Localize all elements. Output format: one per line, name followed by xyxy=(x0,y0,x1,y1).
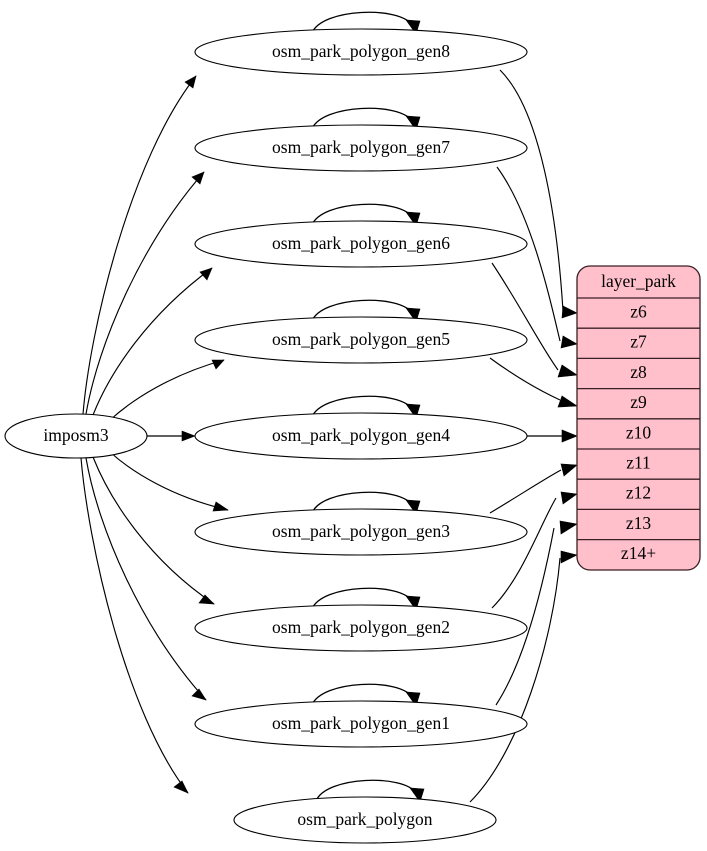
node-label-base: osm_park_polygon xyxy=(297,809,432,829)
edge-imposm3-to-gen6 xyxy=(92,267,213,416)
edge-gen5-to-z9 xyxy=(489,357,578,408)
layer-park-row-z7[interactable]: z7 xyxy=(630,332,647,352)
edge-imposm3-to-gen3 xyxy=(109,451,229,512)
node-osm-park-polygon[interactable]: osm_park_polygon xyxy=(233,796,497,844)
node-osm-park-polygon-gen6[interactable]: osm_park_polygon_gen6 xyxy=(194,220,528,268)
node-label-gen2: osm_park_polygon_gen2 xyxy=(272,617,450,637)
node-label-gen6: osm_park_polygon_gen6 xyxy=(272,233,450,253)
node-group-process: osm_park_polygon_gen8 osm_park_polygon_g… xyxy=(194,28,528,844)
layer-park-row-z10[interactable]: z10 xyxy=(626,422,652,442)
edge-gen4-to-z10 xyxy=(527,429,578,443)
node-imposm3[interactable]: imposm3 xyxy=(4,413,148,459)
edge-imposm3-to-gen8 xyxy=(82,75,197,415)
layer-park-row-z13[interactable]: z13 xyxy=(626,513,652,533)
layer-park-row-z11[interactable]: z11 xyxy=(626,453,651,473)
node-osm-park-polygon-gen1[interactable]: osm_park_polygon_gen1 xyxy=(194,700,528,748)
edge-imposm3-to-gen2 xyxy=(92,456,215,605)
edge-gen2-to-z12 xyxy=(491,491,578,609)
layer-park-row-z14plus[interactable]: z14+ xyxy=(621,543,656,563)
node-label-gen4: osm_park_polygon_gen4 xyxy=(272,425,450,445)
edge-gen6-to-z8 xyxy=(491,262,578,378)
edge-imposm3-to-gen4 xyxy=(147,430,196,442)
node-label-gen5: osm_park_polygon_gen5 xyxy=(272,329,450,349)
node-label-gen3: osm_park_polygon_gen3 xyxy=(272,521,450,541)
edge-imposm3-to-gen5 xyxy=(109,359,225,421)
node-label-gen8: osm_park_polygon_gen8 xyxy=(272,41,450,61)
edge-imposm3-to-gen1 xyxy=(85,457,207,701)
edge-base-to-z14plus xyxy=(469,550,578,803)
node-label-gen1: osm_park_polygon_gen1 xyxy=(272,713,450,733)
edge-group-source-to-process xyxy=(80,75,229,794)
node-label-gen7: osm_park_polygon_gen7 xyxy=(272,137,450,157)
layer-park-header: layer_park xyxy=(601,271,676,291)
edge-group-process-to-layer xyxy=(469,69,578,803)
edge-imposm3-to-gen7 xyxy=(85,171,205,415)
edge-gen7-to-z7 xyxy=(496,166,578,349)
edge-gen1-to-z13 xyxy=(495,520,578,706)
node-osm-park-polygon-gen7[interactable]: osm_park_polygon_gen7 xyxy=(194,124,528,172)
edge-imposm3-to-base xyxy=(80,457,189,794)
layer-park-row-z8[interactable]: z8 xyxy=(630,362,647,382)
edge-gen3-to-z11 xyxy=(489,463,578,514)
self-loop-group xyxy=(311,11,425,803)
layer-park-table[interactable]: layer_park z6 z7 z8 z9 z10 z11 z12 z13 z… xyxy=(576,265,701,571)
node-osm-park-polygon-gen5[interactable]: osm_park_polygon_gen5 xyxy=(194,316,528,364)
node-osm-park-polygon-gen3[interactable]: osm_park_polygon_gen3 xyxy=(194,508,528,556)
node-osm-park-polygon-gen2[interactable]: osm_park_polygon_gen2 xyxy=(194,604,528,652)
node-osm-park-polygon-gen4[interactable]: osm_park_polygon_gen4 xyxy=(194,412,528,460)
layer-park-row-z6[interactable]: z6 xyxy=(630,302,647,322)
node-label-imposm3: imposm3 xyxy=(43,425,108,445)
self-loop-base xyxy=(315,779,425,803)
node-osm-park-polygon-gen8[interactable]: osm_park_polygon_gen8 xyxy=(194,28,528,76)
layer-park-row-z12[interactable]: z12 xyxy=(626,483,651,503)
edge-gen8-to-z6 xyxy=(499,69,578,319)
layer-park-row-z9[interactable]: z9 xyxy=(630,392,647,412)
